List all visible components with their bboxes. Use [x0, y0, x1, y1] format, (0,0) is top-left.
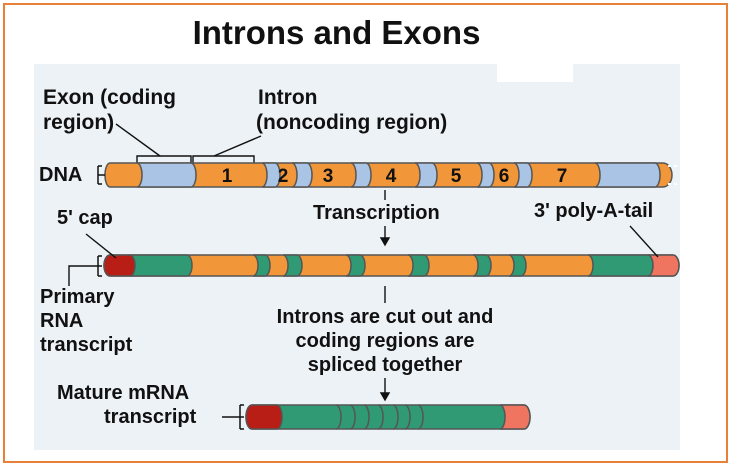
exon-label-line1: Exon (coding — [43, 86, 176, 109]
splice-junction — [363, 404, 370, 430]
transcription-arrow — [379, 190, 391, 247]
primary-leader — [68, 265, 98, 286]
exon-segment — [594, 162, 661, 188]
exon-number: 1 — [222, 166, 233, 187]
primary-label-line3: transcript — [40, 334, 133, 356]
exon-segment — [291, 162, 313, 188]
exon-segment — [513, 162, 533, 188]
five-cap-label: 5' cap — [57, 207, 113, 229]
exon-bracket — [115, 123, 192, 163]
mature-mrna-strand — [222, 404, 531, 430]
splice-junction — [335, 404, 342, 430]
splice-junction — [349, 404, 356, 430]
splice-label-line3: spliced together — [307, 354, 463, 376]
splice-junction — [392, 404, 399, 430]
exon-segment — [129, 254, 193, 277]
poly-a-tail-label: 3' poly-A-tail — [534, 200, 654, 222]
cap-segment — [103, 254, 136, 277]
exon-segment — [407, 254, 430, 277]
exon-number: 5 — [451, 166, 462, 187]
mature-label-line2: transcript — [104, 406, 197, 428]
mature-label-line1: Mature mRNA — [57, 382, 190, 404]
exon-segment — [261, 162, 281, 188]
panel-notch — [497, 64, 573, 82]
exon-segment — [282, 254, 303, 277]
exon-number: 3 — [323, 166, 334, 187]
transcription-label: Transcription — [313, 202, 440, 224]
tail-segment — [647, 254, 680, 277]
exon-number: 4 — [386, 166, 397, 187]
exon-label-line2: region) — [43, 111, 115, 134]
intron-bracket — [192, 135, 262, 163]
dna-dashed-end — [668, 165, 682, 185]
exon-segment — [472, 254, 492, 277]
exon-number: 7 — [557, 166, 568, 187]
exon-number: 2 — [278, 166, 289, 187]
exon-number: 6 — [499, 166, 510, 187]
dna-label: DNA — [39, 164, 83, 186]
figure-title: Introns and Exons — [192, 14, 481, 51]
exon-number-labels: 1 2 3 4 5 6 7 — [222, 166, 568, 187]
exon-segment — [587, 254, 654, 277]
exon-segment — [136, 162, 197, 188]
exon-segment — [345, 254, 366, 277]
splicing-arrow — [379, 286, 391, 402]
splice-label-line2: coding regions are — [295, 330, 475, 352]
cap-segment — [245, 404, 283, 430]
exon-segment — [252, 254, 271, 277]
intron-label-line2: (noncoding region) — [256, 111, 448, 134]
splice-junction — [417, 404, 424, 430]
exon-segment — [350, 162, 372, 188]
tail-segment — [499, 404, 531, 430]
cap-tail-pointers — [85, 225, 659, 259]
dna-strand — [97, 162, 682, 188]
dna-left-cap — [97, 165, 105, 185]
exon-segment — [476, 162, 495, 188]
splice-junction — [377, 404, 384, 430]
splice-junction — [404, 404, 411, 430]
mrna-left-cap — [239, 404, 244, 430]
primary-rna-strand — [68, 254, 680, 286]
primary-label-line1: Primary — [40, 286, 115, 308]
rna-left-cap — [97, 255, 102, 277]
exon-segment — [508, 254, 527, 277]
primary-label-line2: RNA — [40, 310, 84, 332]
exon-segment — [414, 162, 438, 188]
intron-label-line1: Intron — [258, 86, 318, 109]
splice-label-line1: Introns are cut out and — [276, 306, 494, 328]
mrna-body — [245, 404, 531, 430]
